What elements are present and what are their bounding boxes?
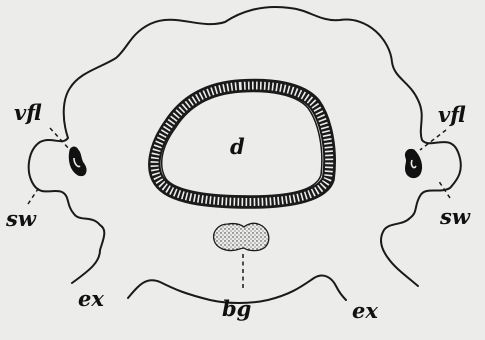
- label-vfl-right: vfl: [438, 102, 466, 127]
- right-vfl-organ: [405, 149, 421, 177]
- label-vfl-left: vfl: [14, 100, 42, 125]
- label-d: d: [230, 134, 245, 159]
- label-sw-left: sw: [5, 206, 37, 231]
- left-vfl-organ: [69, 147, 86, 176]
- label-bg: bg: [222, 296, 251, 321]
- ventral-ganglion: [214, 223, 269, 250]
- label-sw-right: sw: [439, 204, 471, 229]
- leader-vfl-right: [420, 130, 446, 150]
- leader-sw-left: [28, 186, 40, 204]
- label-ex-right: ex: [352, 298, 378, 323]
- label-ex-left: ex: [78, 286, 104, 311]
